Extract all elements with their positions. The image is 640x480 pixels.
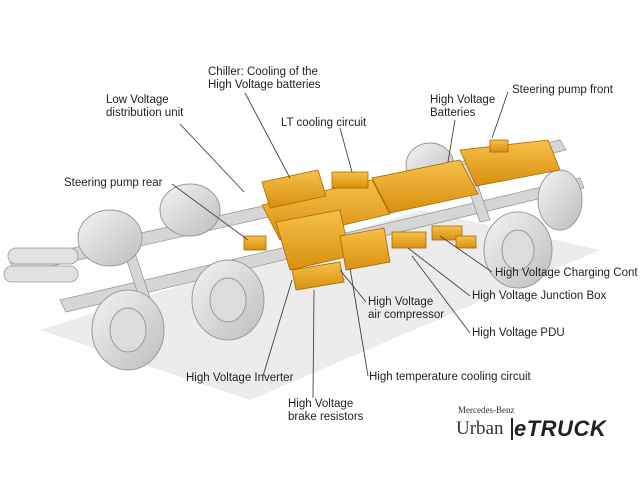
steering-pump-parts <box>243 139 509 251</box>
label-hv-junction-box: High Voltage Junction Box <box>472 290 607 302</box>
label-steering-pump-rear: Steering pump rear <box>64 177 163 189</box>
pdu-junction-units <box>391 225 477 249</box>
rear-wheels <box>77 183 265 371</box>
label-hv-pdu: High Voltage PDU <box>472 327 565 339</box>
ground-shadow <box>40 210 600 400</box>
label-hv-inverter: High Voltage Inverter <box>186 372 294 384</box>
brand-series: Urban <box>456 418 504 439</box>
label-hv-charging: High Voltage Charging Cont <box>495 267 638 279</box>
brand-divider <box>511 418 513 440</box>
label-low-voltage-distribution: Low Voltage distribution unit <box>106 94 184 119</box>
label-steering-pump-front: Steering pump front <box>512 84 614 96</box>
brand-model: eTRUCK <box>514 416 607 441</box>
rear-air-tanks <box>3 247 79 283</box>
leader-lines <box>171 91 509 399</box>
chiller-unit <box>261 169 327 209</box>
label-lt-cooling: LT cooling circuit <box>281 117 367 129</box>
label-hv-air-compressor: High Voltage air compressor <box>368 296 445 321</box>
lt-cooling-unit <box>331 171 369 189</box>
label-hv-brake-resistors: High Voltage brake resistors <box>288 398 364 423</box>
label-chiller: Chiller: Cooling of the High Voltage bat… <box>208 66 321 91</box>
brand-maker: Mercedes-Benz <box>458 405 515 415</box>
label-hv-batteries: High Voltage Batteries <box>430 94 496 119</box>
label-ht-cooling: High temperature cooling circuit <box>369 371 531 383</box>
inverter-compressor-block <box>275 209 391 291</box>
